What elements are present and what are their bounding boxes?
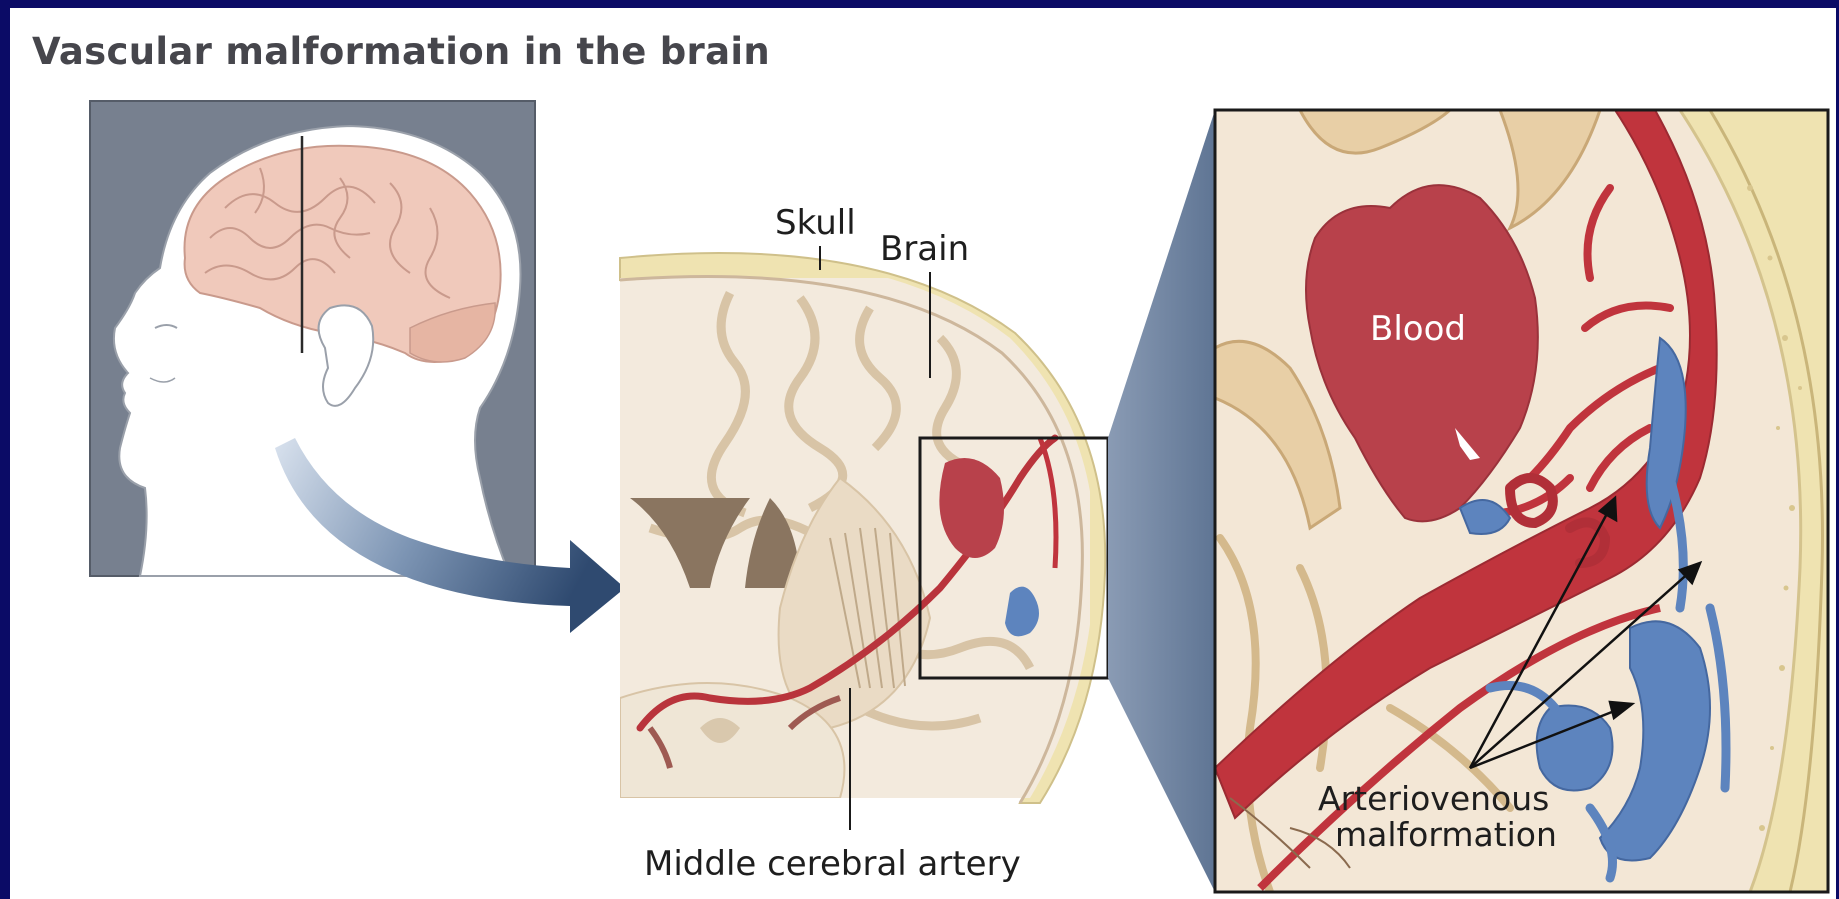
zoom-wedge xyxy=(1108,110,1215,892)
label-avm-line1: Arteriovenous xyxy=(1318,779,1549,818)
brain-cross-section xyxy=(620,253,1108,803)
label-brain: Brain xyxy=(880,229,969,269)
label-blood: Blood xyxy=(1370,309,1466,349)
label-middle-cerebral-artery: Middle cerebral artery xyxy=(644,844,1021,884)
zoomed-panel xyxy=(1215,110,1828,892)
label-avm-line2: malformation xyxy=(1335,815,1557,854)
slide: Vascular malformation in the brain xyxy=(10,8,1836,899)
label-skull: Skull xyxy=(775,203,856,243)
illustration: Skull Brain Middle cerebral artery Blood… xyxy=(10,8,1836,899)
